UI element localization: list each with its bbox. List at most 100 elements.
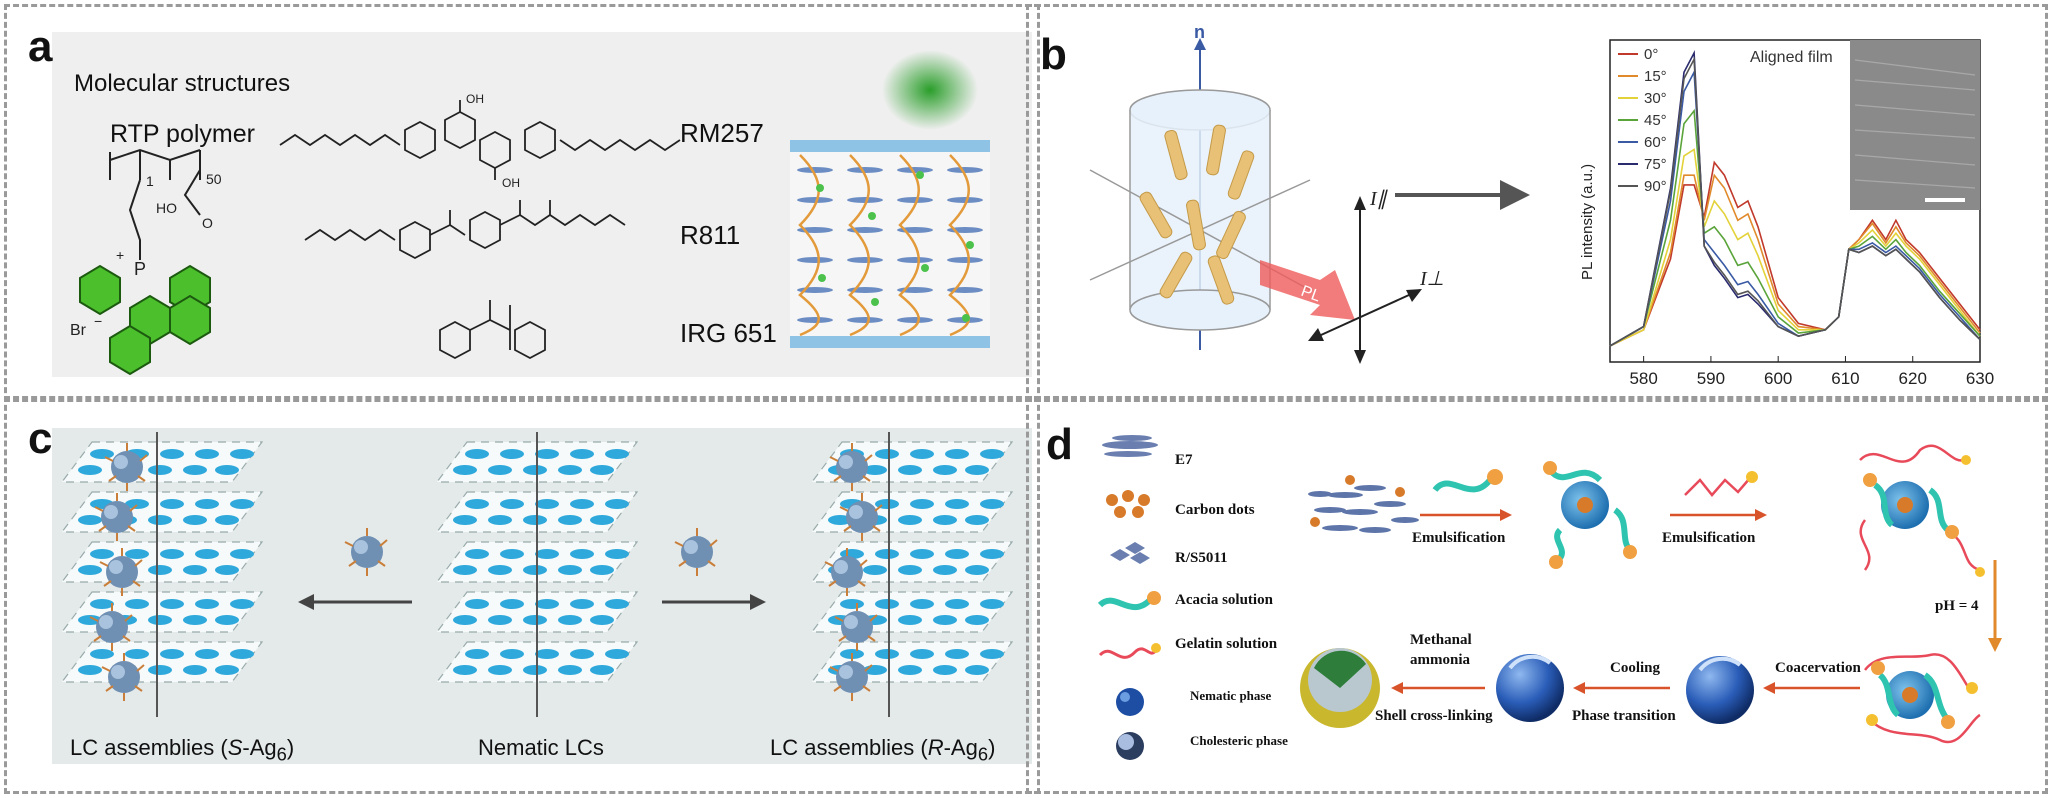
- compound-irg651: IRG 651: [680, 318, 777, 348]
- legend-label-5: 75°: [1644, 156, 1667, 173]
- rtp-polymer-structure: 1 50 HO O P + Br −: [70, 148, 222, 376]
- i-parallel-label: I∥: [1369, 188, 1389, 210]
- inset-title: Aligned film: [1750, 49, 1833, 66]
- series-line-6: [1609, 56, 1981, 347]
- lc-cylinder-schematic: n PL I∥ I⊥: [1089, 22, 1444, 364]
- i-perp-label: I⊥: [1419, 268, 1444, 290]
- x-tick-label-2: 600: [1764, 369, 1792, 388]
- legend-r-s5011: R/S5011: [1175, 550, 1228, 566]
- caption-s-ag6: LC assemblies (S-Ag6): [70, 735, 295, 765]
- caption-nematic: Nematic LCs: [478, 735, 604, 760]
- legend-label-2: 30°: [1644, 90, 1667, 107]
- legend-carbon-dots: Carbon dots: [1175, 502, 1255, 518]
- green-emission-glow: [882, 50, 978, 130]
- series-line-1: [1609, 173, 1981, 347]
- lc-assemblies-schematic: [61, 432, 1013, 717]
- stack-nematic: [436, 432, 638, 717]
- panel-b: [1026, 4, 2048, 402]
- arrow-coacervation: [1763, 682, 1860, 694]
- compound-rm257: RM257: [680, 118, 764, 148]
- top-substrate: [790, 140, 990, 152]
- panel-c: [4, 396, 1040, 794]
- pl-label: PL: [1299, 283, 1323, 306]
- caption-r-ag6: LC assemblies (R-Ag6): [770, 735, 996, 765]
- panel-d: [1026, 396, 2048, 794]
- step-emulsification-1: Emulsification: [1412, 530, 1506, 546]
- legend-label-1: 15°: [1644, 68, 1667, 85]
- x-tick-label-4: 620: [1899, 369, 1927, 388]
- series-line-2: [1609, 148, 1981, 347]
- step-shell-crosslinking: Shell cross-linking: [1375, 708, 1493, 724]
- legend-e7: E7: [1175, 452, 1193, 468]
- droplet-gelatin: [1859, 444, 1985, 577]
- rtp-polymer-label: RTP polymer: [110, 120, 255, 148]
- e7-mixture: [1308, 475, 1419, 533]
- stack-s-ag6: [61, 432, 263, 717]
- step-ph: pH = 4: [1935, 598, 1979, 614]
- series-line-0: [1609, 160, 1981, 347]
- step-ammonia: ammonia: [1410, 652, 1471, 668]
- arrow-crosslinking: [1391, 682, 1485, 694]
- stack-r-ag6: [811, 432, 1013, 717]
- microcapsule-process: Emulsification Emulsification pH = 4 C: [1300, 444, 2002, 744]
- pl-arrow: [1260, 260, 1355, 320]
- arrow-left: [298, 594, 412, 610]
- phosphonium-charge: +: [116, 247, 124, 263]
- x-tick-label-1: 590: [1697, 369, 1725, 388]
- crosslinked-capsule: [1300, 648, 1380, 728]
- x-axis-ticks: 580 590 600 610 620 630: [1629, 356, 1994, 388]
- r811-structure: [304, 200, 626, 260]
- panel-b-label: b: [1040, 30, 1067, 79]
- legend-label-0: 0°: [1644, 46, 1658, 63]
- panel-a-label: a: [28, 22, 53, 71]
- panel-d-label: d: [1046, 420, 1073, 469]
- transition-arrow: [1395, 180, 1530, 210]
- legend-gelatin: Gelatin solution: [1175, 636, 1278, 652]
- rm257-oh-bottom: OH: [502, 176, 520, 190]
- phosphonium-label: P: [134, 259, 146, 279]
- x-tick-label-5: 630: [1966, 369, 1994, 388]
- step-methanal: Methanal: [1410, 632, 1472, 648]
- step-coacervation: Coacervation: [1775, 660, 1861, 676]
- step-cooling: Cooling: [1610, 660, 1661, 676]
- bottom-substrate: [790, 336, 990, 348]
- arrow-ph: [1988, 560, 2002, 652]
- chart-legend: 0° 15° 30° 45° 60° 75° 90°: [1618, 46, 1667, 195]
- legend-label-6: 90°: [1644, 178, 1667, 195]
- rm257-oh-top: OH: [466, 92, 484, 106]
- y-axis-label: PL intensity (a.u.): [1579, 164, 1596, 280]
- chart-series: [1609, 49, 1981, 347]
- legend-cholesteric: Cholesteric phase: [1190, 733, 1288, 748]
- legend-acacia: Acacia solution: [1175, 592, 1273, 608]
- panel-d-legend-icons: [1097, 435, 1161, 760]
- bromide-charge: −: [94, 313, 102, 329]
- legend-label-3: 45°: [1644, 112, 1667, 129]
- arrow-emulsification-2: [1670, 471, 1767, 521]
- arrow-emulsification-1: [1420, 469, 1512, 521]
- bromide-label: Br: [70, 322, 87, 339]
- coacervate-droplet: [1864, 653, 1981, 744]
- irg651-structure: [439, 300, 546, 360]
- arrow-right: [662, 594, 766, 610]
- panel-c-label: c: [28, 414, 53, 463]
- nematic-capsule: [1686, 656, 1754, 724]
- compound-r811: R811: [680, 220, 741, 250]
- x-tick-label-0: 580: [1629, 369, 1657, 388]
- subscript-50: 50: [206, 171, 222, 187]
- legend-label-4: 60°: [1644, 134, 1667, 151]
- series-line-3: [1609, 108, 1981, 347]
- acid-label: HO: [156, 200, 177, 216]
- step-phase-transition: Phase transition: [1572, 708, 1676, 724]
- legend-nematic: Nematic phase: [1190, 688, 1272, 703]
- step-emulsification-2: Emulsification: [1662, 530, 1756, 546]
- panel-a: [4, 4, 1040, 402]
- subscript-1: 1: [146, 173, 154, 189]
- rm257-structure: OH OH: [279, 92, 681, 190]
- director-label: n: [1194, 22, 1205, 42]
- droplet-acacia: [1543, 461, 1637, 569]
- pl-spectrum-chart: Aligned film PL intensity (a.u.) 0° 15° 30…: [1579, 39, 1994, 388]
- arrow-cooling: [1573, 682, 1670, 694]
- x-tick-label-3: 610: [1831, 369, 1859, 388]
- carbonyl-label: O: [202, 215, 213, 231]
- lc-film-schematic: [790, 50, 990, 348]
